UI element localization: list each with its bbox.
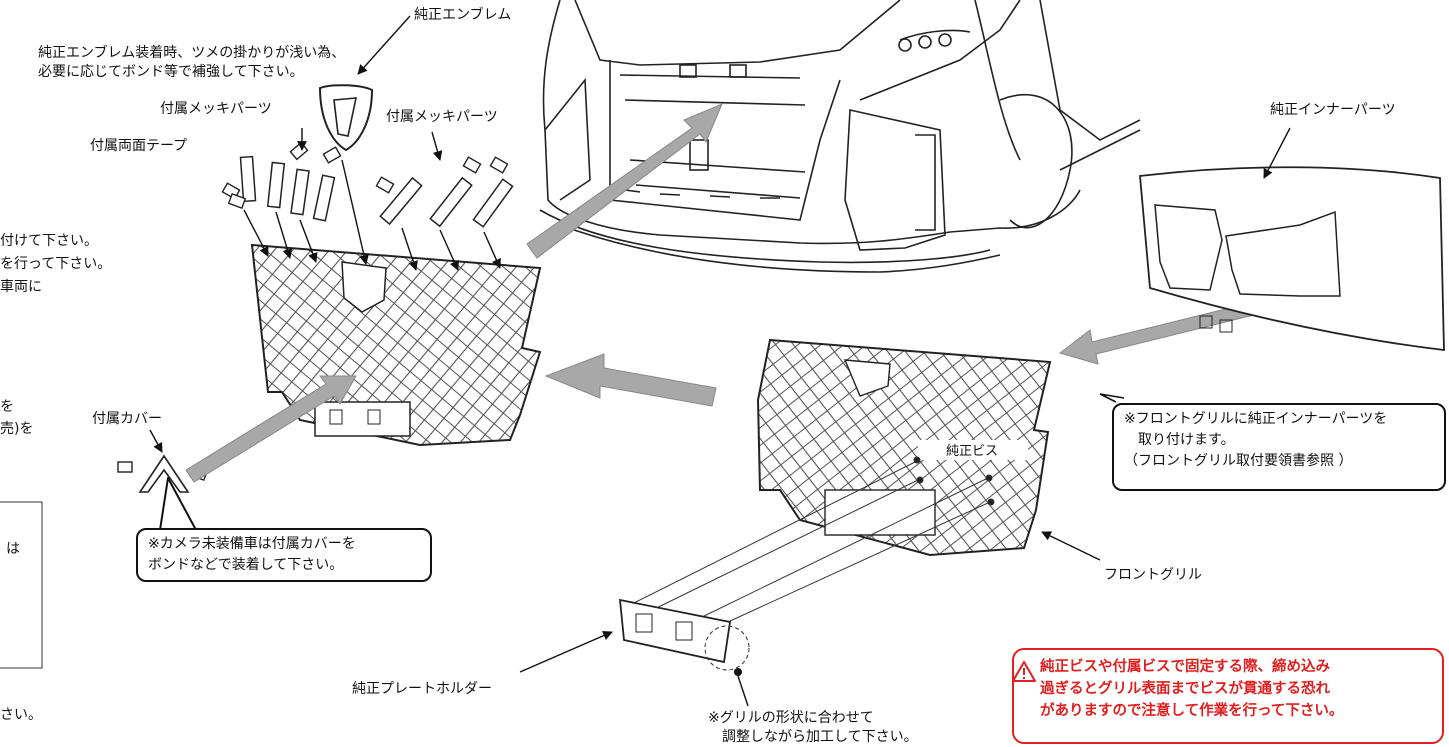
warning-icon xyxy=(1012,661,1036,682)
warning-box xyxy=(1012,648,1444,744)
plating-right-label: 付属メッキパーツ xyxy=(386,109,498,125)
callout-tail-inner xyxy=(1099,393,1125,403)
emblem-note: 純正エンブレム装着時、ツメの掛かりが浅い為、 必要に応じてボンド等で補強して下さ… xyxy=(38,45,346,80)
front-grille-label: フロントグリル xyxy=(1104,567,1202,583)
cropped-text-6: は xyxy=(6,541,20,557)
emblem-label: 純正エンブレム xyxy=(414,7,512,23)
front-grille-right-illustration xyxy=(756,338,1052,557)
tape-label: 付属両面テープ xyxy=(90,138,188,154)
inner-parts-callout: ※フロントグリルに純正インナーパーツを 取り付けます。 （フロントグリル取付要領… xyxy=(1112,403,1446,491)
label-leaders xyxy=(519,531,1101,707)
vehicle-front-illustration xyxy=(539,0,1141,273)
emblem-illustration xyxy=(318,84,374,152)
cropped-text-4: を xyxy=(0,399,14,415)
cropped-text-5: 売)を xyxy=(0,421,34,437)
cover-part-illustration xyxy=(138,454,190,493)
plating-strips-left xyxy=(239,155,336,222)
camera-callout: ※カメラ未装備車は付属カバーを ボンドなどで装着して下さい。 xyxy=(136,528,432,582)
plate-holder-label: 純正プレートホルダー xyxy=(352,681,492,697)
inner-parts-label: 純正インナーパーツ xyxy=(1270,102,1396,118)
big-arrows xyxy=(185,103,1291,483)
plating-strips-right xyxy=(379,176,514,228)
cropped-text-1: 付けて下さい。 xyxy=(0,233,98,249)
warning-text: 純正ビスや付属ビスで固定する際、締め込み 過ぎるとグリル表面までビスが貫通する恐… xyxy=(1040,659,1344,719)
cropped-text-7: さい。 xyxy=(0,707,42,723)
cropped-text-3: 車両に xyxy=(0,279,42,295)
adjust-note: ※グリルの形状に合わせて 調整しながら加工して下さい。 xyxy=(708,710,918,745)
assembly-arrows-left xyxy=(149,15,501,453)
inner-parts-illustration xyxy=(1139,127,1445,352)
plate-holder-illustration xyxy=(618,598,750,676)
cover-label: 付属カバー xyxy=(92,411,162,427)
cropped-text-2: を行って下さい。 xyxy=(0,256,112,272)
screw-guide-lines xyxy=(631,456,995,633)
cropped-note-box xyxy=(0,501,43,669)
screw-label: 純正ビス xyxy=(946,444,999,459)
plating-left-label: 付属メッキパーツ xyxy=(160,101,272,117)
